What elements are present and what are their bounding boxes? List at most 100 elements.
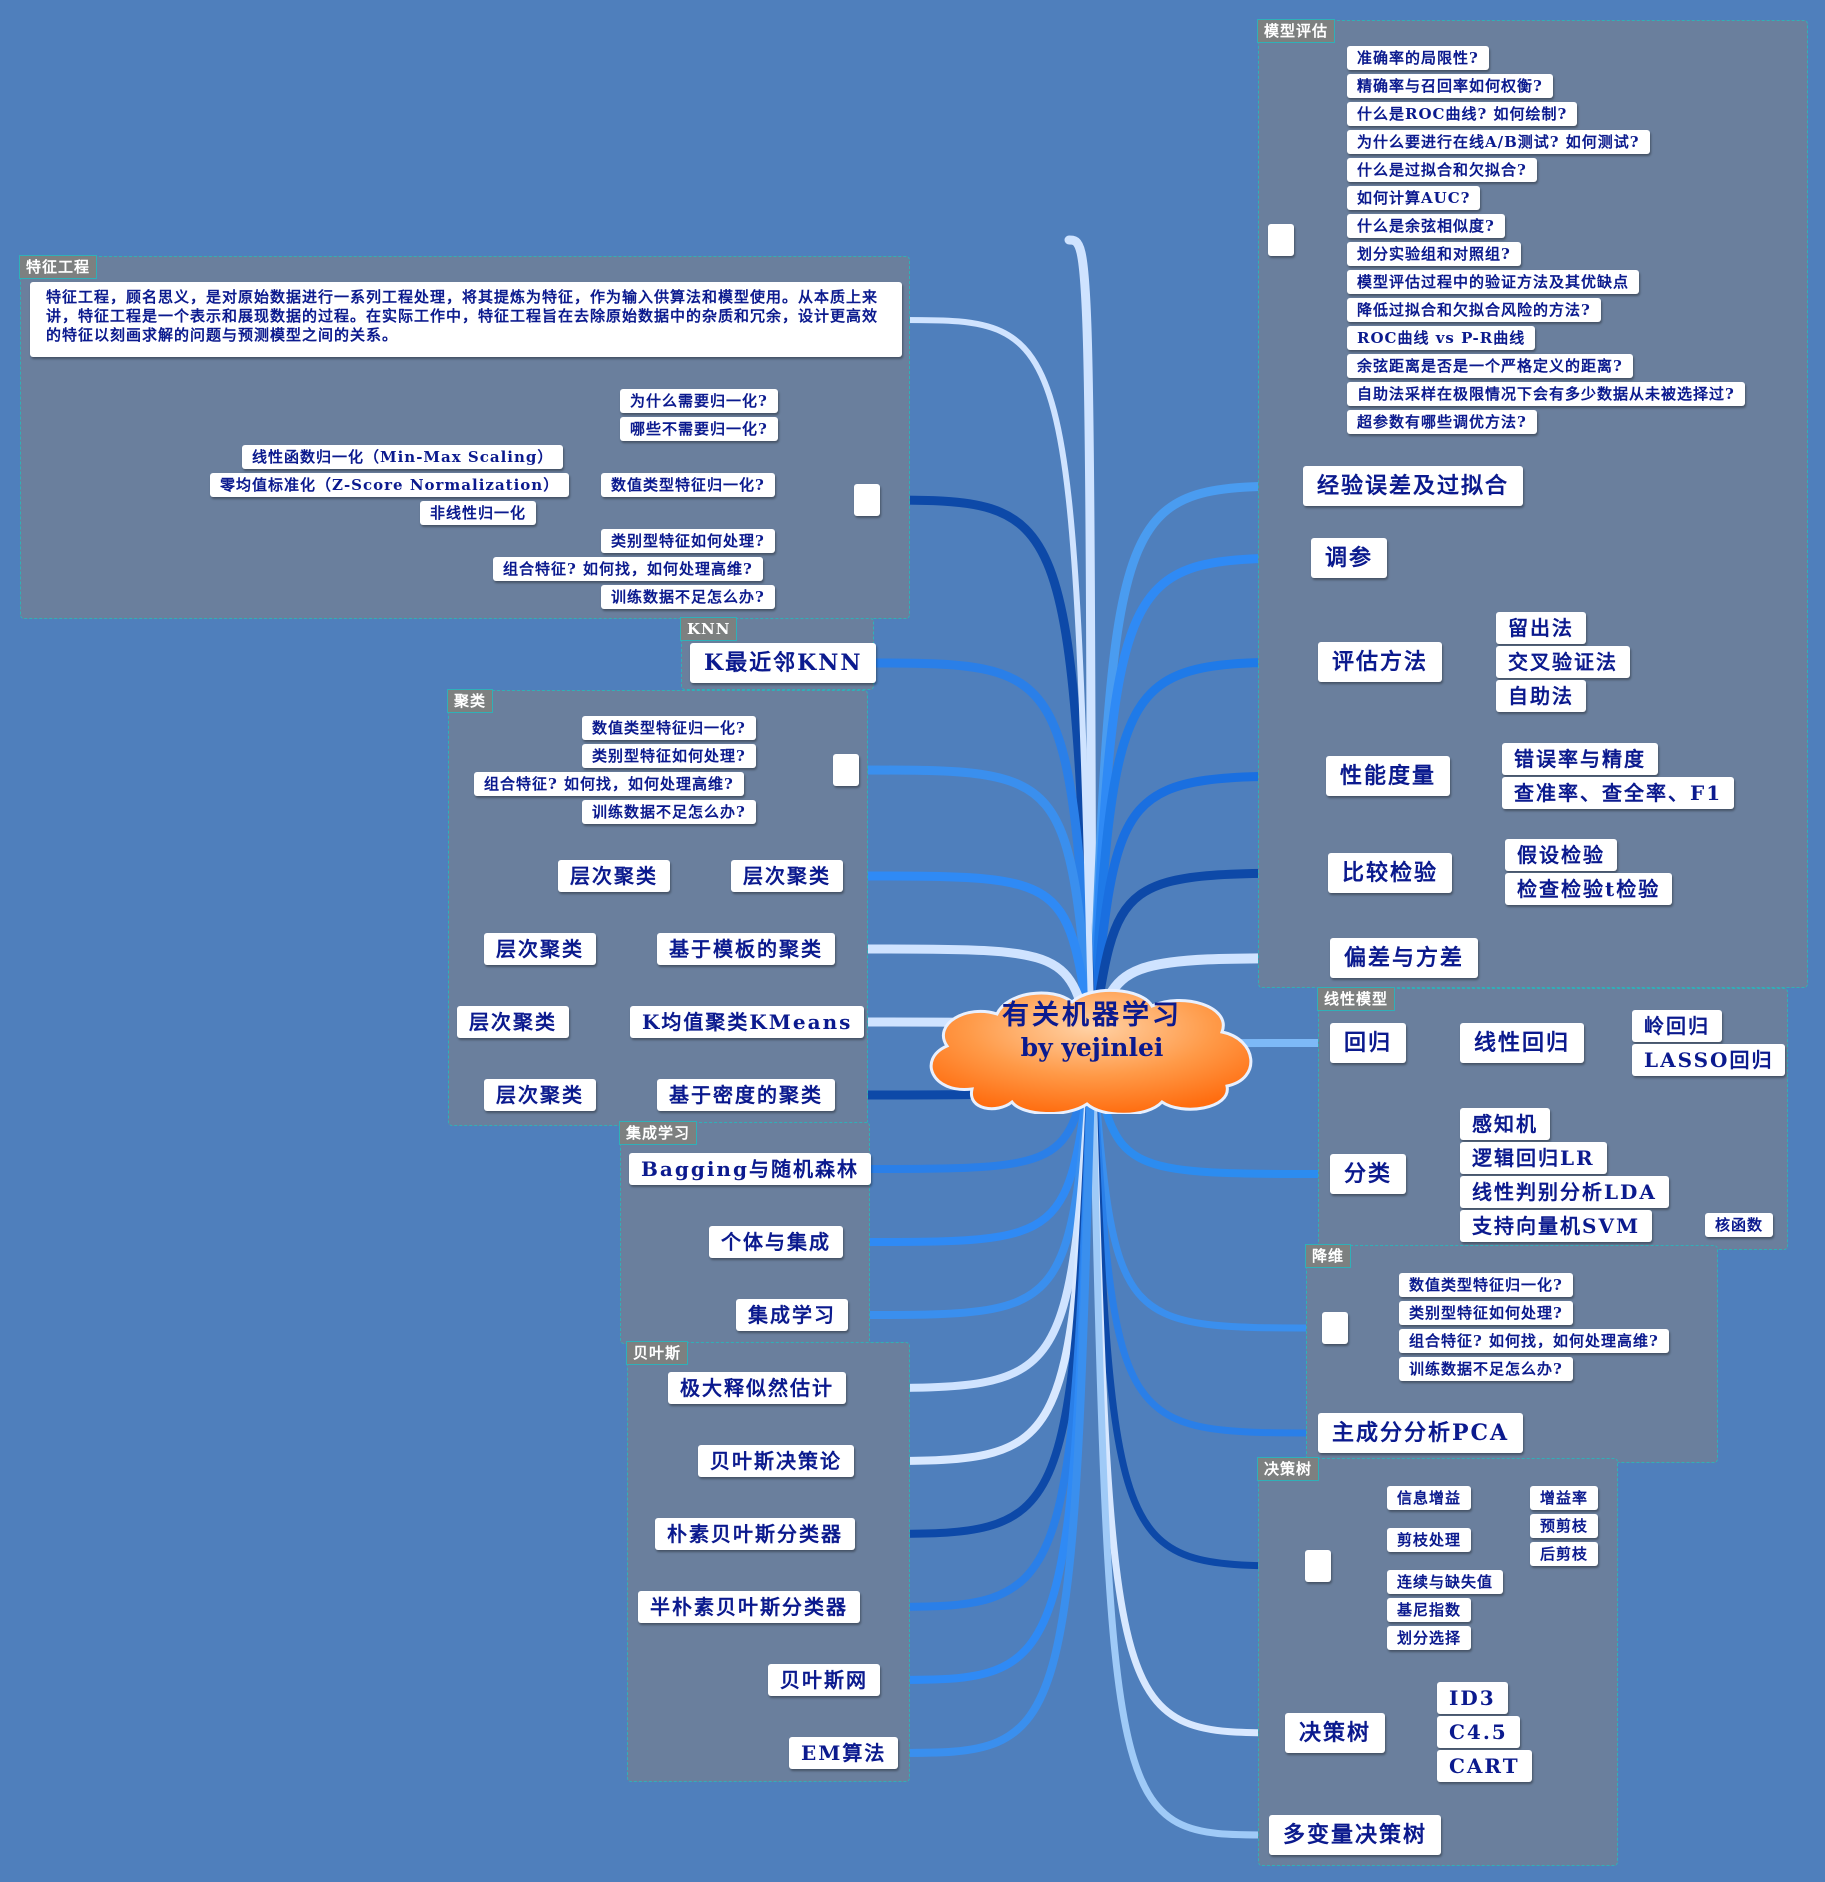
node-eval-question[interactable]: ROC曲线 vs P-R曲线 [1347,326,1536,350]
node-split-selection[interactable]: 划分选择 [1387,1626,1472,1650]
node-cart[interactable]: CART [1437,1750,1532,1782]
node-comparison-test[interactable]: 比较检验 [1328,853,1453,893]
node-cross-validation[interactable]: 交叉验证法 [1496,646,1630,678]
node-eval-question[interactable]: 为什么要进行在线A/B测试? 如何测试? [1347,130,1650,154]
node-bayes-decision[interactable]: 贝叶斯决策论 [698,1445,854,1477]
node-zscore[interactable]: 零均值标准化（Z-Score Normalization） [210,473,570,497]
node-knn[interactable]: K最近邻KNN [690,643,877,683]
node-eval-question[interactable]: 划分实验组和对照组? [1347,242,1521,266]
node-hypothesis-test[interactable]: 假设检验 [1505,839,1617,871]
node-precision-recall[interactable]: 查准率、查全率、F1 [1502,777,1735,809]
node-info-gain[interactable]: 信息增益 [1387,1486,1472,1510]
node-hierarchical-child-1[interactable]: 层次聚类 [558,860,670,892]
node-eval-question[interactable]: 什么是过拟合和欠拟合? [1347,158,1537,182]
central-author: by yejinlei [1020,1033,1164,1062]
node-pruning[interactable]: 剪枝处理 [1387,1528,1472,1552]
branch-knn [860,658,1097,1053]
central-topic-label: 有关机器学习 by yejinlei [912,1000,1272,1064]
node-classification[interactable]: 分类 [1330,1154,1407,1194]
node-semi-naive-bayes[interactable]: 半朴素贝叶斯分类器 [638,1591,860,1623]
hub-clustering[interactable] [833,754,859,786]
node-lda[interactable]: 线性判别分析LDA [1460,1176,1669,1208]
node-ridge[interactable]: 岭回归 [1632,1010,1722,1042]
hub-dim-reduction[interactable] [1322,1312,1348,1344]
node-cluster-sub-3[interactable]: 组合特征? 如何找，如何处理高维? [474,772,744,796]
node-multivariate-tree[interactable]: 多变量决策树 [1269,1815,1442,1855]
node-kmeans[interactable]: K均值聚类KMeans [630,1006,865,1038]
hub-model-evaluation[interactable] [1268,224,1294,256]
node-eval-question[interactable]: 什么是ROC曲线? 如何绘制? [1347,102,1578,126]
node-logistic-regression[interactable]: 逻辑回归LR [1460,1142,1607,1174]
node-eval-question[interactable]: 超参数有哪些调优方法? [1347,410,1537,434]
node-svm[interactable]: 支持向量机SVM [1460,1210,1653,1242]
node-regression[interactable]: 回归 [1330,1023,1407,1063]
node-dimred-sub-1[interactable]: 数值类型特征归一化? [1399,1273,1573,1297]
node-mle[interactable]: 极大释似然估计 [668,1372,846,1404]
group-title-feature-engineering: 特征工程 [19,255,98,279]
node-id3[interactable]: ID3 [1437,1682,1508,1714]
node-perceptron[interactable]: 感知机 [1460,1108,1550,1140]
node-lasso[interactable]: LASSO回归 [1632,1044,1786,1076]
node-tuning[interactable]: 调参 [1311,538,1388,578]
node-kernel[interactable]: 核函数 [1705,1213,1774,1237]
node-eval-question[interactable]: 什么是余弦相似度? [1347,214,1505,238]
node-pca[interactable]: 主成分分析PCA [1318,1413,1524,1453]
node-dimred-sub-2[interactable]: 类别型特征如何处理? [1399,1301,1573,1325]
node-ensemble-learning[interactable]: 集成学习 [736,1299,848,1331]
node-gini[interactable]: 基尼指数 [1387,1598,1472,1622]
node-bayes-net[interactable]: 贝叶斯网 [768,1664,880,1696]
node-eval-question[interactable]: 自助法采样在极限情况下会有多少数据从未被选择过? [1347,382,1745,406]
node-hierarchical[interactable]: 层次聚类 [731,860,843,892]
node-why-normalize[interactable]: 为什么需要归一化? [620,389,778,413]
node-dimred-sub-4[interactable]: 训练数据不足怎么办? [1399,1357,1573,1381]
group-title-decision-tree: 决策树 [1257,1457,1320,1481]
node-post-pruning[interactable]: 后剪枝 [1530,1542,1599,1566]
hub-decision-tree[interactable] [1305,1550,1331,1582]
node-cluster-sub-4[interactable]: 训练数据不足怎么办? [582,800,756,824]
node-template-clustering[interactable]: 基于模板的聚类 [657,933,835,965]
node-numeric-normalize[interactable]: 数值类型特征归一化? [601,473,775,497]
node-decision-tree[interactable]: 决策树 [1285,1713,1386,1753]
node-c45[interactable]: C4.5 [1437,1716,1520,1748]
node-insufficient-data[interactable]: 训练数据不足怎么办? [601,585,775,609]
branch-eval-methods [1087,657,1327,1053]
node-pre-pruning[interactable]: 预剪枝 [1530,1514,1599,1538]
node-bootstrap[interactable]: 自助法 [1496,680,1586,712]
node-eval-question[interactable]: 降低过拟合和欠拟合风险的方法? [1347,298,1601,322]
node-hierarchical-child-3[interactable]: 层次聚类 [457,1006,569,1038]
node-perf-measure[interactable]: 性能度量 [1326,756,1451,796]
node-overfitting[interactable]: 经验误差及过拟合 [1303,466,1524,506]
node-gain-ratio[interactable]: 增益率 [1530,1486,1599,1510]
node-eval-question[interactable]: 如何计算AUC? [1347,186,1481,210]
node-hierarchical-child-4[interactable]: 层次聚类 [484,1079,596,1111]
node-eval-question[interactable]: 精确率与召回率如何权衡? [1347,74,1553,98]
node-cluster-sub-2[interactable]: 类别型特征如何处理? [582,744,756,768]
node-eval-methods[interactable]: 评估方法 [1318,642,1443,682]
node-t-test[interactable]: 检查检验t检验 [1505,873,1673,905]
node-bias-variance[interactable]: 偏差与方差 [1330,938,1479,978]
node-eval-question[interactable]: 余弦距离是否是一个严格定义的距离? [1347,354,1633,378]
node-individual-ensemble[interactable]: 个体与集成 [709,1226,843,1258]
node-error-rate[interactable]: 错误率与精度 [1502,743,1658,775]
node-eval-question[interactable]: 模型评估过程中的验证方法及其优缺点 [1347,270,1640,294]
node-bagging[interactable]: Bagging与随机森林 [629,1153,871,1185]
node-cluster-sub-1[interactable]: 数值类型特征归一化? [582,716,756,740]
node-em[interactable]: EM算法 [789,1737,899,1769]
node-holdout[interactable]: 留出法 [1496,612,1586,644]
hub-feature-engineering[interactable] [854,484,880,516]
node-continuous-missing[interactable]: 连续与缺失值 [1387,1570,1504,1594]
group-title-dim-reduction: 降维 [1305,1244,1352,1268]
node-dimred-sub-3[interactable]: 组合特征? 如何找，如何处理高维? [1399,1329,1669,1353]
node-eval-question[interactable]: 准确率的局限性? [1347,46,1489,70]
node-combined-features[interactable]: 组合特征? 如何找，如何处理高维? [493,557,763,581]
node-naive-bayes[interactable]: 朴素贝叶斯分类器 [655,1518,855,1550]
central-topic-cloud[interactable] [912,984,1272,1114]
node-categorical[interactable]: 类别型特征如何处理? [601,529,775,553]
node-hierarchical-child-2[interactable]: 层次聚类 [484,933,596,965]
node-nonlinear[interactable]: 非线性归一化 [420,501,537,525]
node-no-normalize[interactable]: 哪些不需要归一化? [620,417,778,441]
node-linear-regression[interactable]: 线性回归 [1460,1023,1585,1063]
node-minmax[interactable]: 线性函数归一化（Min-Max Scaling） [242,445,564,469]
node-density-clustering[interactable]: 基于密度的聚类 [657,1079,835,1111]
